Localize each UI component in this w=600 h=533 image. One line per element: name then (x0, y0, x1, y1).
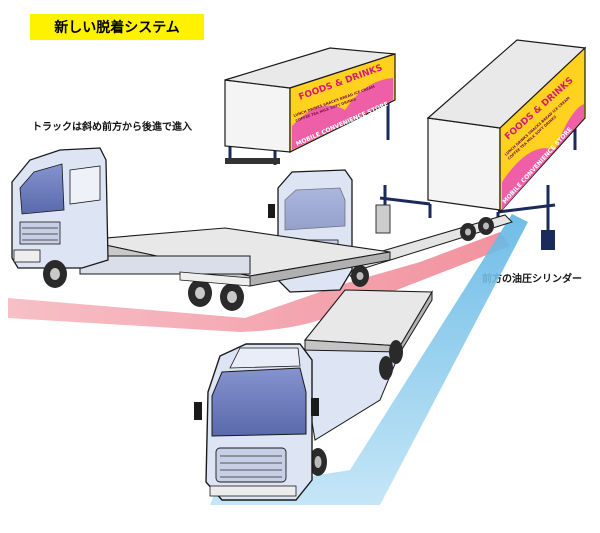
wheel-icon (351, 265, 369, 287)
truck-front (194, 289, 433, 501)
container-center: FOODS & DRINKS LUNCH DRINKS SNACKS BREAD… (224, 47, 396, 165)
wheel-icon (460, 217, 494, 241)
red-path-trail (8, 232, 510, 332)
container-right: FOODS & DRINKS LUNCH DRINKS SNACKS BREAD… (375, 39, 587, 250)
truck-left (11, 147, 391, 311)
diagram-title: 新しい脱着システム (30, 14, 204, 40)
wheel-icon (309, 340, 403, 476)
front-cylinder-label: 前方の油圧シリンダー (482, 274, 582, 285)
truck-entry-label: トラックは斜め前方から後進で進入 (32, 122, 192, 133)
wheel-icon (43, 260, 244, 311)
blue-path-trail (210, 214, 528, 505)
